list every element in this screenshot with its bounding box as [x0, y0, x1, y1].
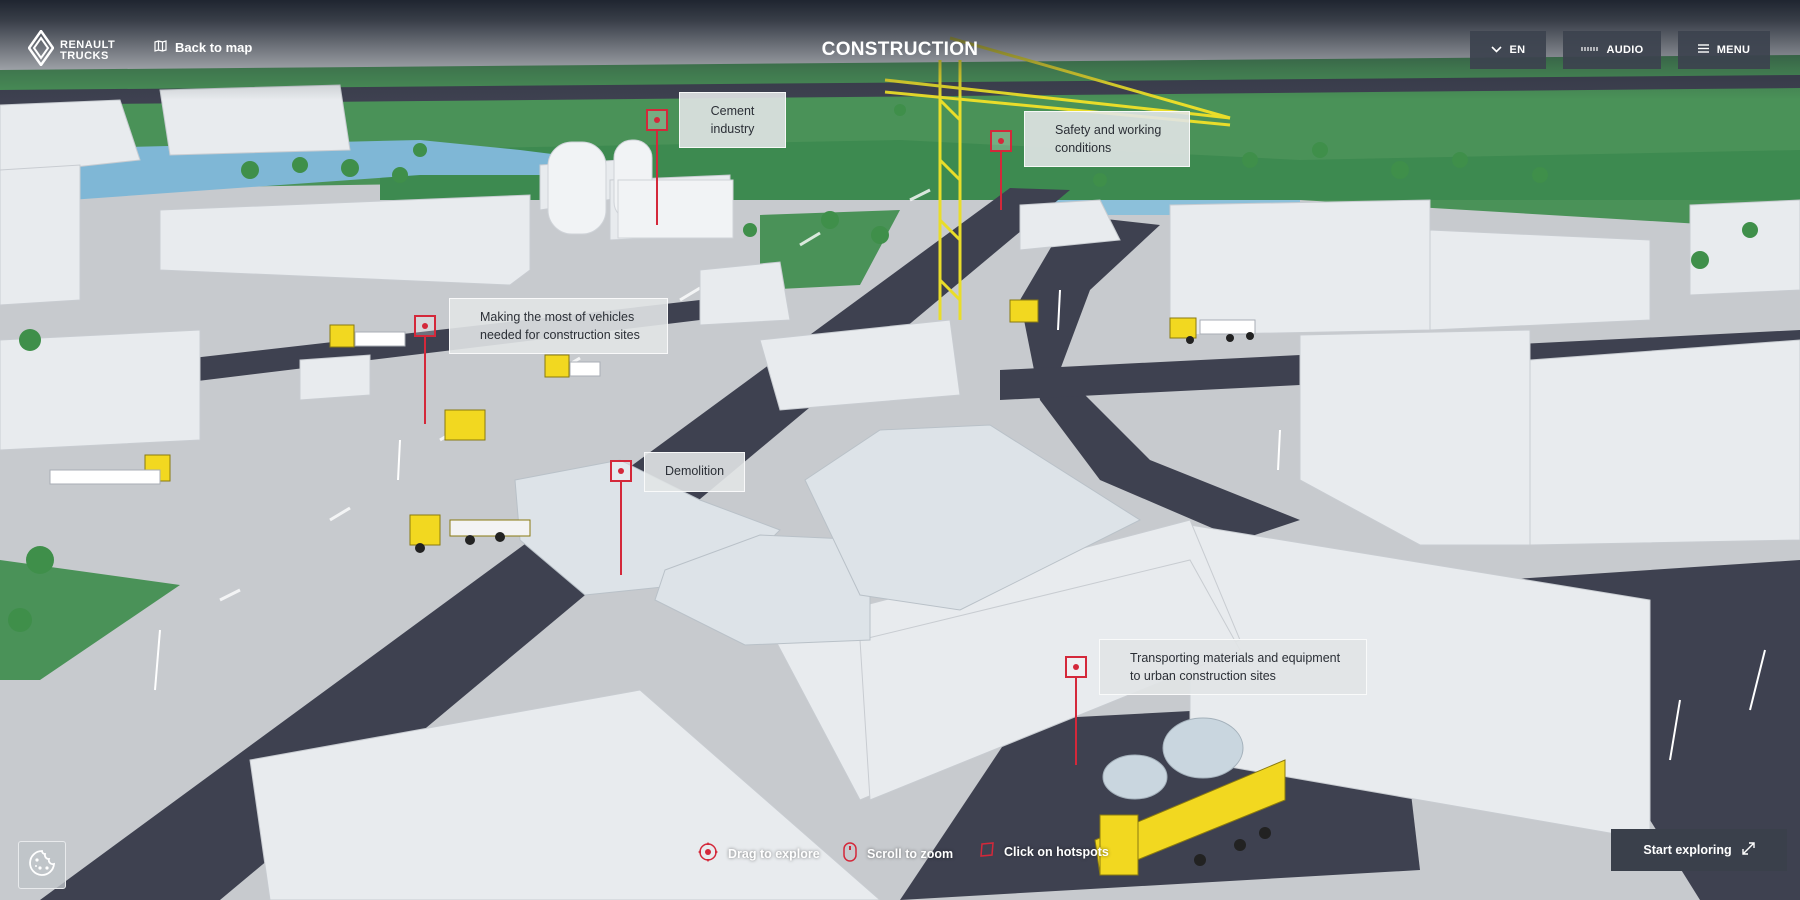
- audio-button[interactable]: AUDIO: [1563, 31, 1661, 69]
- menu-button[interactable]: MENU: [1678, 31, 1770, 69]
- page-title: CONSTRUCTION: [821, 39, 979, 60]
- hotspot-pin-line: [620, 480, 622, 575]
- hint-drag: Drag to explore: [698, 842, 820, 865]
- hotspot-marker-transport[interactable]: [1065, 656, 1087, 678]
- hotspot-label-vehicles[interactable]: Making the most of vehicles needed for c…: [449, 298, 668, 354]
- menu-label: MENU: [1716, 44, 1751, 56]
- language-button[interactable]: EN: [1470, 31, 1546, 69]
- hotspot-label-demolition[interactable]: Demolition: [644, 452, 745, 492]
- audio-wave-icon: [1580, 44, 1599, 56]
- hotspot-small-icon: [980, 842, 994, 861]
- hotspot-pin-line: [656, 130, 658, 225]
- hotspot-label-transport[interactable]: Transporting materials and equipment to …: [1099, 639, 1367, 695]
- hotspot-marker-demolition[interactable]: [610, 460, 632, 482]
- logo-text: RENAULT TRUCKS: [60, 38, 116, 62]
- hotspot-marker-cement[interactable]: [646, 109, 668, 131]
- hotspot-pin-line: [1000, 150, 1002, 210]
- hotspot-label-cement[interactable]: Cement industry: [679, 92, 786, 148]
- chevron-down-icon: [1490, 44, 1502, 56]
- map-icon: [154, 40, 167, 55]
- back-to-map-label: Back to map: [175, 40, 253, 55]
- hotspot-label-safety[interactable]: Safety and working conditions: [1024, 111, 1190, 167]
- hotspot-marker-vehicles[interactable]: [414, 315, 436, 337]
- cookie-settings-button[interactable]: [18, 841, 66, 889]
- hint-click: Click on hotspots: [980, 842, 1109, 861]
- back-to-map-link[interactable]: Back to map: [154, 40, 252, 55]
- hint-drag-label: Drag to explore: [728, 846, 820, 861]
- audio-label: AUDIO: [1606, 44, 1644, 56]
- hotspot-pin-line: [1075, 677, 1077, 765]
- cookie-icon: [28, 849, 56, 882]
- renault-trucks-logo[interactable]: RENAULT TRUCKS: [27, 28, 116, 71]
- mouse-scroll-icon: [843, 842, 857, 865]
- drag-icon: [698, 842, 718, 865]
- expand-icon: [1741, 842, 1755, 858]
- start-exploring-label: Start exploring: [1643, 843, 1732, 857]
- hotspot-marker-safety[interactable]: [990, 130, 1012, 152]
- hint-scroll: Scroll to zoom: [843, 842, 953, 865]
- start-exploring-button[interactable]: Start exploring: [1611, 829, 1787, 871]
- hamburger-icon: [1697, 44, 1709, 56]
- language-label: EN: [1509, 44, 1526, 56]
- hint-click-label: Click on hotspots: [1004, 844, 1109, 859]
- renault-diamond-icon: [27, 28, 55, 71]
- hotspot-pin-line: [424, 336, 426, 424]
- hint-scroll-label: Scroll to zoom: [867, 846, 954, 861]
